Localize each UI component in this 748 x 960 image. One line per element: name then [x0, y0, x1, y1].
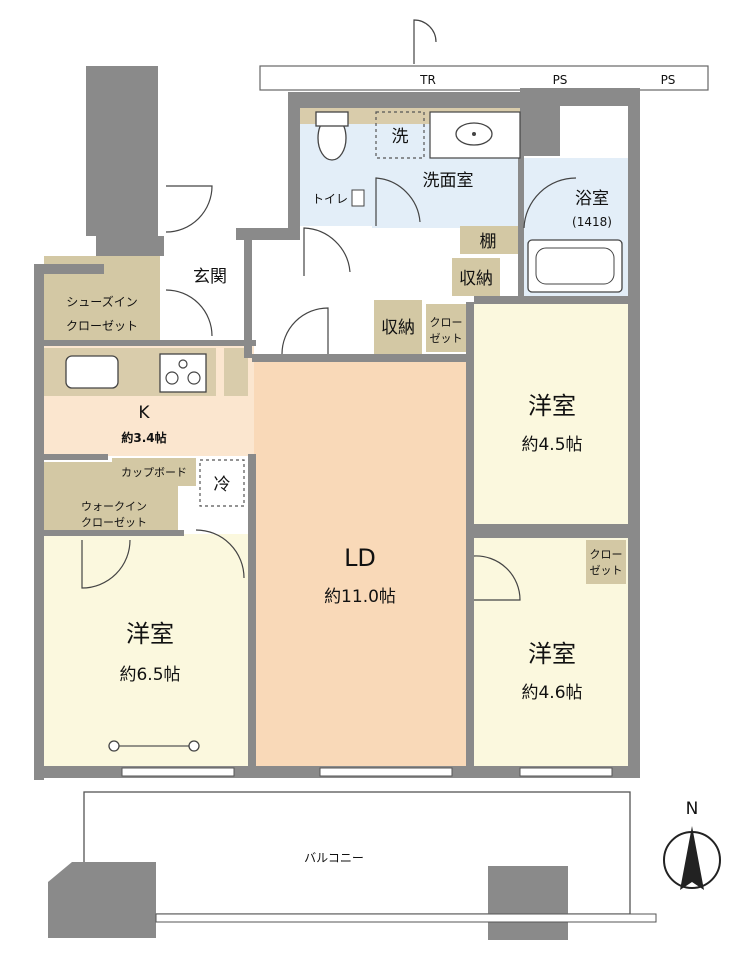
window-a [121, 767, 235, 777]
compass-arrow [680, 826, 704, 890]
ps1-label: PS [553, 73, 568, 87]
balcony [48, 791, 657, 940]
balcony-pillar-left [48, 862, 156, 938]
walkin-line2: クローゼット [81, 516, 147, 529]
entrance-door [165, 185, 213, 233]
ld-size: 約11.0帖 [324, 587, 396, 607]
wall-right [628, 100, 640, 778]
room-a-door [81, 539, 131, 589]
storage1-floor [460, 226, 518, 254]
wall-kitchen-top [44, 340, 256, 346]
toilet-paper [351, 189, 365, 207]
shoe-closet-line1: シューズイン [66, 294, 137, 309]
toilet-label: トイレ [312, 192, 348, 206]
wall-kitchen-bottom [44, 454, 108, 460]
sink-drain [472, 132, 476, 136]
room-b-size: 約4.5帖 [521, 435, 582, 455]
window-c [519, 767, 613, 777]
wall-left [34, 272, 44, 780]
ps2-label: PS [661, 73, 676, 87]
room-a-label: 洋室 [126, 620, 174, 648]
labels: TR PS PS トイレ 洗 洗面室 浴室 (1418) 棚 収納 収納 クロー… [66, 73, 675, 865]
room-c-label: 洋室 [528, 640, 576, 668]
wall-room-bc [474, 524, 628, 538]
room-c-size: 約4.6帖 [521, 683, 582, 703]
wall-ld-right [466, 302, 474, 768]
shoe-closet-door [165, 289, 213, 337]
closet-c-line2: ゼット [590, 564, 623, 577]
burner-3 [178, 359, 188, 369]
bath-label: 浴室 [575, 189, 609, 209]
room-b-floor [474, 302, 628, 524]
kitchen-label: K [138, 403, 150, 423]
balcony-label: バルコニー [304, 851, 364, 865]
burner-2 [187, 371, 201, 385]
wall-top [288, 92, 524, 108]
compass: N [663, 799, 721, 890]
shoe-closet-line2: クローゼット [66, 319, 138, 333]
room-c-door [473, 555, 521, 601]
wall-walkin-bottom [44, 530, 184, 536]
closet-c-line1: クロー [590, 548, 623, 561]
fridge-label: 冷 [214, 475, 231, 495]
wall-room-b-top [474, 296, 628, 304]
wall-entrance-right [244, 240, 252, 358]
closet-small-line1: クロー [430, 316, 463, 329]
washer-label: 洗 [392, 127, 409, 147]
utility-band [259, 65, 709, 91]
washroom-label: 洗面室 [423, 171, 474, 191]
burner-1 [165, 371, 179, 385]
wall-entrance-col [86, 66, 158, 236]
wall-bath-top [520, 100, 560, 156]
rod-end-2 [188, 740, 200, 752]
storage3-floor [374, 300, 422, 354]
walls [34, 66, 640, 780]
walkin-floor [44, 462, 178, 532]
closet-c-floor [586, 540, 626, 584]
fridge-box [199, 459, 245, 507]
front-door [413, 19, 437, 64]
cupboard-label: カップボード [121, 466, 187, 479]
balcony-floor [83, 791, 631, 915]
compass-n: N [686, 799, 699, 819]
bath-door [523, 177, 577, 229]
window-ld [319, 767, 453, 777]
tr-label: TR [419, 73, 436, 87]
closet-small-line2: ゼット [430, 332, 463, 345]
balcony-rail [155, 913, 657, 923]
ld-door [281, 307, 329, 355]
wall-bath-left [518, 156, 524, 296]
rod-end-1 [108, 740, 120, 752]
ld-floor [254, 362, 468, 766]
bathtub-inner [535, 247, 615, 285]
toilet-tank [315, 111, 349, 127]
storage2-floor [452, 258, 500, 296]
toilet-door [303, 227, 351, 276]
kitchen-size: 約3.4帖 [121, 430, 166, 445]
washer-box [375, 111, 425, 159]
wall-shoe-top [96, 236, 164, 256]
washroom-door [375, 177, 421, 226]
room-a-floor [44, 534, 248, 766]
ld-label: LD [344, 544, 376, 572]
wall-entry-top [236, 228, 300, 240]
wall-ld-left [248, 454, 256, 768]
fixtures [65, 19, 623, 777]
wall-ld-top [252, 354, 474, 362]
shelf-label: 棚 [480, 232, 497, 252]
room-b-label: 洋室 [528, 392, 576, 420]
wall-left-top [34, 264, 104, 274]
storage2-label: 収納 [381, 318, 415, 338]
room-a-door2 [195, 529, 245, 579]
walkin-line1: ウォークイン [81, 500, 147, 513]
closet-small-floor [426, 304, 468, 352]
wall-toilet-left [288, 92, 300, 240]
bath-size: (1418) [572, 215, 612, 229]
room-a-size: 約6.5帖 [119, 665, 180, 685]
kitchen-sink [65, 355, 119, 389]
storage1-label: 収納 [459, 269, 493, 289]
entrance-label: 玄関 [193, 267, 227, 287]
balcony-pillar-right [488, 866, 568, 940]
